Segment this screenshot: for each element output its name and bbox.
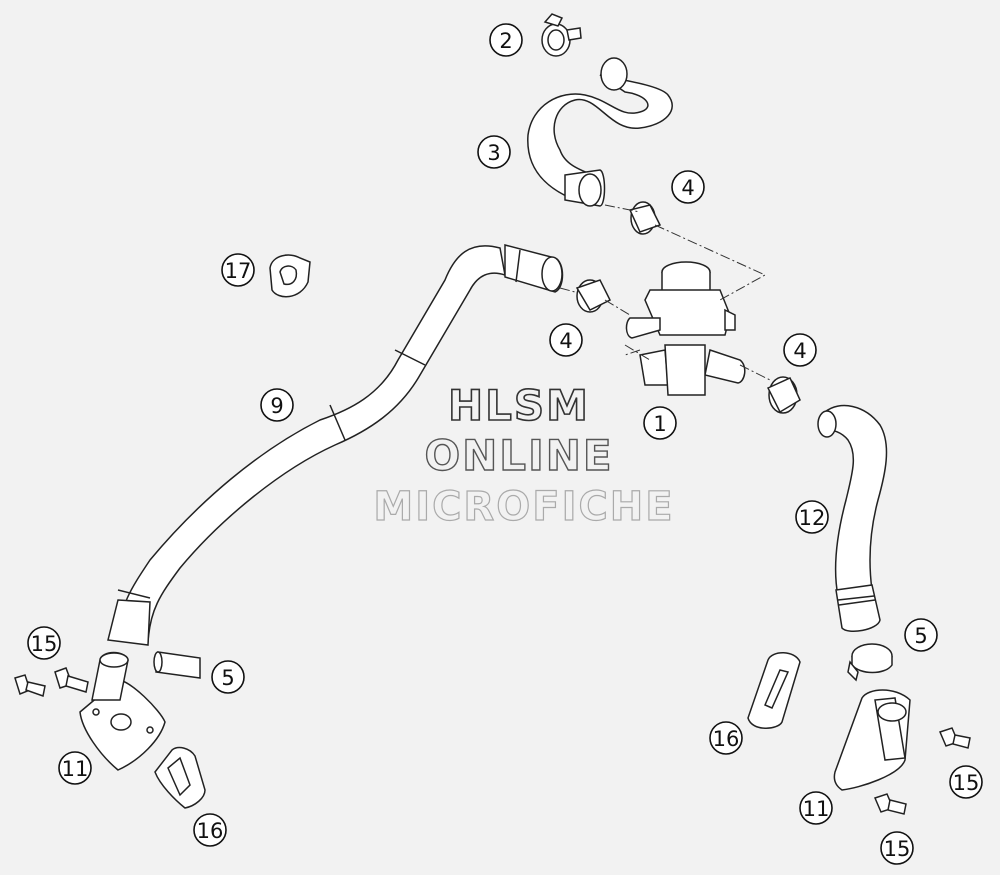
callout-number: 11 (803, 797, 830, 821)
watermark-line-1: HLSM (448, 381, 590, 430)
callout-4-upper: 4 (671, 170, 705, 204)
callout-number: 4 (793, 339, 806, 363)
callout-number: 15 (31, 632, 58, 656)
callout-2-top: 2 (489, 23, 523, 57)
callout-11-right: 11 (799, 791, 833, 825)
callout-number: 2 (499, 29, 512, 53)
callout-circle (783, 333, 817, 367)
callout-12: 12 (795, 500, 829, 534)
bolt-15-left-b (54, 667, 89, 693)
callout-number: 16 (713, 727, 740, 751)
callout-number: 11 (62, 757, 89, 781)
callout-number: 12 (799, 506, 826, 530)
callout-number: 15 (953, 771, 980, 795)
callout-circle (211, 660, 245, 694)
callout-circle (477, 135, 511, 169)
callout-15-left: 15 (27, 626, 61, 660)
callout-number: 9 (270, 394, 283, 418)
callout-number: 4 (681, 176, 694, 200)
callout-circle (221, 253, 255, 287)
callout-number: 4 (559, 329, 572, 353)
callout-number: 3 (487, 141, 500, 165)
hose-9 (107, 244, 564, 646)
bolt-15-right-b (873, 793, 907, 815)
callout-5-right: 5 (904, 618, 938, 652)
clamp-4-mid (575, 279, 612, 313)
clip-17 (269, 254, 311, 298)
clamp-4-right (766, 376, 801, 414)
watermark-line-2: ONLINE (424, 431, 613, 480)
callout-15-right-a: 15 (949, 765, 983, 799)
gasket-16-left (154, 746, 206, 809)
callout-circle (643, 406, 677, 440)
callout-number: 5 (221, 666, 234, 690)
callout-4-mid: 4 (549, 323, 583, 357)
callout-number: 5 (914, 624, 927, 648)
bolt-15-right-a (938, 727, 971, 749)
callout-circle (709, 721, 743, 755)
callout-circle (949, 765, 983, 799)
gasket-16-right (747, 652, 801, 729)
callout-circle (671, 170, 705, 204)
callout-circle (795, 500, 829, 534)
callout-9: 9 (260, 388, 294, 422)
cover-11-right (833, 689, 911, 791)
callout-circle (260, 388, 294, 422)
callout-circle (27, 626, 61, 660)
watermark-line-3: MICROFICHE (373, 484, 674, 530)
callout-1: 1 (643, 406, 677, 440)
clamp-4-upper (628, 201, 662, 235)
callout-16-left: 16 (193, 813, 227, 847)
callout-circle (549, 323, 583, 357)
clamp-2 (541, 13, 582, 57)
hose-12 (817, 404, 888, 632)
callout-4-right: 4 (783, 333, 817, 367)
callout-11-left: 11 (58, 751, 92, 785)
callouts: 2 3 4 17 4 4 9 1 12 15 5 5 16 11 16 15 11 15 (27, 23, 983, 865)
callout-circle (193, 813, 227, 847)
callout-number: 16 (197, 819, 224, 843)
callout-circle (904, 618, 938, 652)
callout-15-right-b: 15 (880, 831, 914, 865)
callout-circle (880, 831, 914, 865)
leader-lines (559, 204, 771, 381)
bolt-15-left-a (14, 674, 46, 697)
callout-17: 17 (221, 253, 255, 287)
callout-5-left: 5 (211, 660, 245, 694)
callout-16-right: 16 (709, 721, 743, 755)
callout-number: 17 (225, 259, 252, 283)
clamp-5-right (847, 643, 893, 682)
valve-1 (625, 261, 746, 396)
clamp-5-left (153, 651, 201, 679)
callout-number: 1 (653, 412, 666, 436)
callout-number: 15 (884, 837, 911, 861)
watermark: HLSM ONLINE MICROFICHE (373, 380, 674, 530)
callout-circle (799, 791, 833, 825)
callout-circle (489, 23, 523, 57)
callout-circle (58, 751, 92, 785)
hose-3 (527, 57, 673, 207)
callout-3: 3 (477, 135, 511, 169)
cover-11-left (79, 651, 166, 771)
